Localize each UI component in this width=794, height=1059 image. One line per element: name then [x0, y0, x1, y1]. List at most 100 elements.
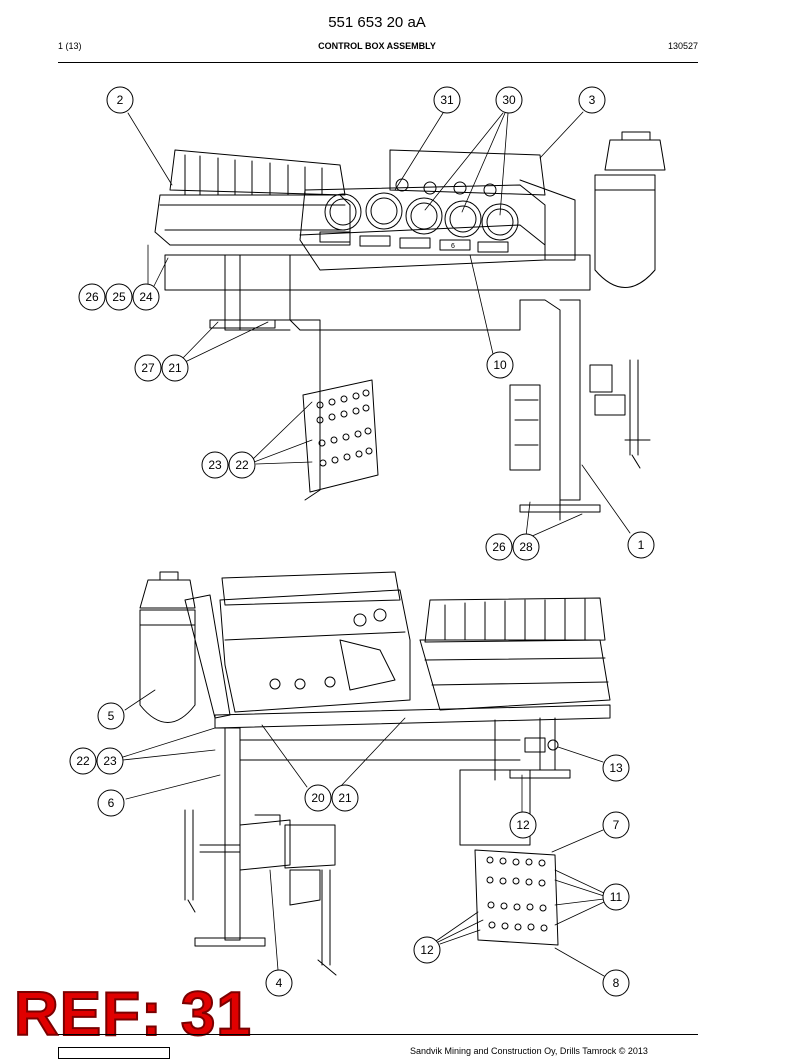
lower-right-valve-bank — [419, 639, 611, 711]
upper-left-leg — [224, 254, 291, 331]
solenoid-valve — [239, 819, 291, 871]
header-rule — [58, 62, 698, 63]
gauge-3 — [405, 197, 443, 235]
upper-frame-beam — [164, 254, 591, 291]
side-valve — [589, 364, 613, 393]
footer-rule — [58, 1034, 698, 1035]
upper-filter — [594, 174, 656, 288]
lower-left-leg — [224, 727, 241, 941]
callout-21-lower: 21 — [331, 784, 359, 812]
svg-text:23: 23 — [103, 754, 117, 768]
callout-7: 7 — [602, 811, 630, 839]
svg-text:23: 23 — [208, 458, 222, 472]
lower-mount-plate — [509, 769, 571, 779]
gauge-2 — [365, 192, 403, 230]
lower-elbow-fittings — [339, 639, 396, 691]
callout-2: 2 — [106, 86, 134, 114]
callout-23-lower: 23 — [96, 747, 124, 775]
callout-10: 10 — [486, 351, 514, 379]
svg-text:28: 28 — [519, 540, 533, 554]
callout-26-upper: 26 — [78, 283, 106, 311]
lower-valve-block — [219, 589, 411, 713]
callout-12-left: 12 — [413, 936, 441, 964]
callout-26-mid: 26 — [485, 533, 513, 561]
svg-text:7: 7 — [613, 818, 620, 832]
svg-text:31: 31 — [440, 93, 454, 107]
svg-text:21: 21 — [168, 361, 182, 375]
svg-text:26: 26 — [492, 540, 506, 554]
left-valve-fittings — [169, 149, 346, 196]
gauge-label-plates — [319, 231, 509, 253]
lower-filter — [139, 609, 196, 723]
page-title: CONTROL BOX ASSEMBLY — [318, 41, 436, 51]
svg-text:5: 5 — [108, 709, 115, 723]
svg-text:22: 22 — [235, 458, 249, 472]
lower-connector-plate — [474, 849, 559, 946]
gauge-panel-edge — [299, 224, 546, 246]
callout-23-upper: 23 — [201, 451, 229, 479]
lower-vertical-pipe — [317, 869, 337, 976]
svg-text:27: 27 — [141, 361, 155, 375]
svg-text:3: 3 — [589, 93, 596, 107]
upper-connector-fittings — [316, 389, 373, 467]
lower-left-pipe — [184, 809, 196, 913]
svg-text:12: 12 — [420, 943, 434, 957]
callout-24: 24 — [132, 283, 160, 311]
callout-8: 8 — [602, 969, 630, 997]
footer-logo — [58, 1047, 170, 1059]
callout-30: 30 — [495, 86, 523, 114]
svg-text:25: 25 — [112, 290, 126, 304]
lower-frame-beam — [214, 704, 611, 729]
lower-filter-head — [139, 579, 196, 609]
callout-31: 31 — [433, 86, 461, 114]
svg-text:8: 8 — [613, 976, 620, 990]
callouts: 2 31 30 3 26 25 24 27 21 10 23 22 26 28 … — [69, 86, 655, 997]
svg-text:11: 11 — [610, 890, 623, 904]
upper-connector-plate — [302, 379, 379, 493]
callout-3: 3 — [578, 86, 606, 114]
callout-27: 27 — [134, 354, 162, 382]
upper-filter-head — [604, 139, 666, 171]
svg-text:13: 13 — [609, 761, 623, 775]
svg-text:4: 4 — [276, 976, 283, 990]
page-index: 1 (13) — [58, 41, 82, 51]
svg-text:10: 10 — [493, 358, 507, 372]
left-valve-bank — [154, 194, 351, 246]
callout-12-right: 12 — [509, 811, 537, 839]
callout-13: 13 — [602, 754, 630, 782]
left-valve-stems — [184, 154, 323, 196]
lower-right-fittings — [424, 597, 606, 643]
reference-watermark: REF: 31 — [13, 980, 252, 1049]
svg-text:1: 1 — [638, 538, 645, 552]
svg-text:22: 22 — [76, 754, 90, 768]
gauge-1 — [324, 193, 362, 231]
svg-text:20: 20 — [311, 791, 325, 805]
svg-text:6: 6 — [108, 796, 115, 810]
upper-center-support — [269, 319, 321, 501]
lower-valve-top — [221, 571, 401, 606]
document-number: 551 653 20 aA — [328, 14, 426, 31]
callout-25: 25 — [105, 283, 133, 311]
callout-22-lower: 22 — [69, 747, 97, 775]
lower-leader-lines — [122, 689, 605, 977]
svg-text:21: 21 — [338, 791, 352, 805]
upper-frame-bracket — [289, 254, 561, 521]
callout-21-upper: 21 — [161, 354, 189, 382]
left-valve-bank-lines — [159, 204, 346, 231]
upper-top-valves — [389, 149, 546, 196]
callout-6: 6 — [97, 789, 125, 817]
callout-22-upper: 22 — [228, 451, 256, 479]
upper-assembly: 6 — [154, 131, 666, 521]
svg-text:30: 30 — [502, 93, 516, 107]
upper-foot-plate — [519, 504, 601, 513]
gauge-5 — [481, 203, 519, 241]
lower-assembly — [139, 571, 611, 976]
gauge-4 — [444, 200, 482, 238]
svg-text:24: 24 — [139, 290, 153, 304]
lower-filter-bracket — [184, 594, 231, 719]
callout-1: 1 — [627, 531, 655, 559]
upper-leader-lines — [127, 111, 631, 538]
upper-mount-plate — [209, 319, 276, 329]
lower-connector-fittings — [486, 856, 548, 932]
